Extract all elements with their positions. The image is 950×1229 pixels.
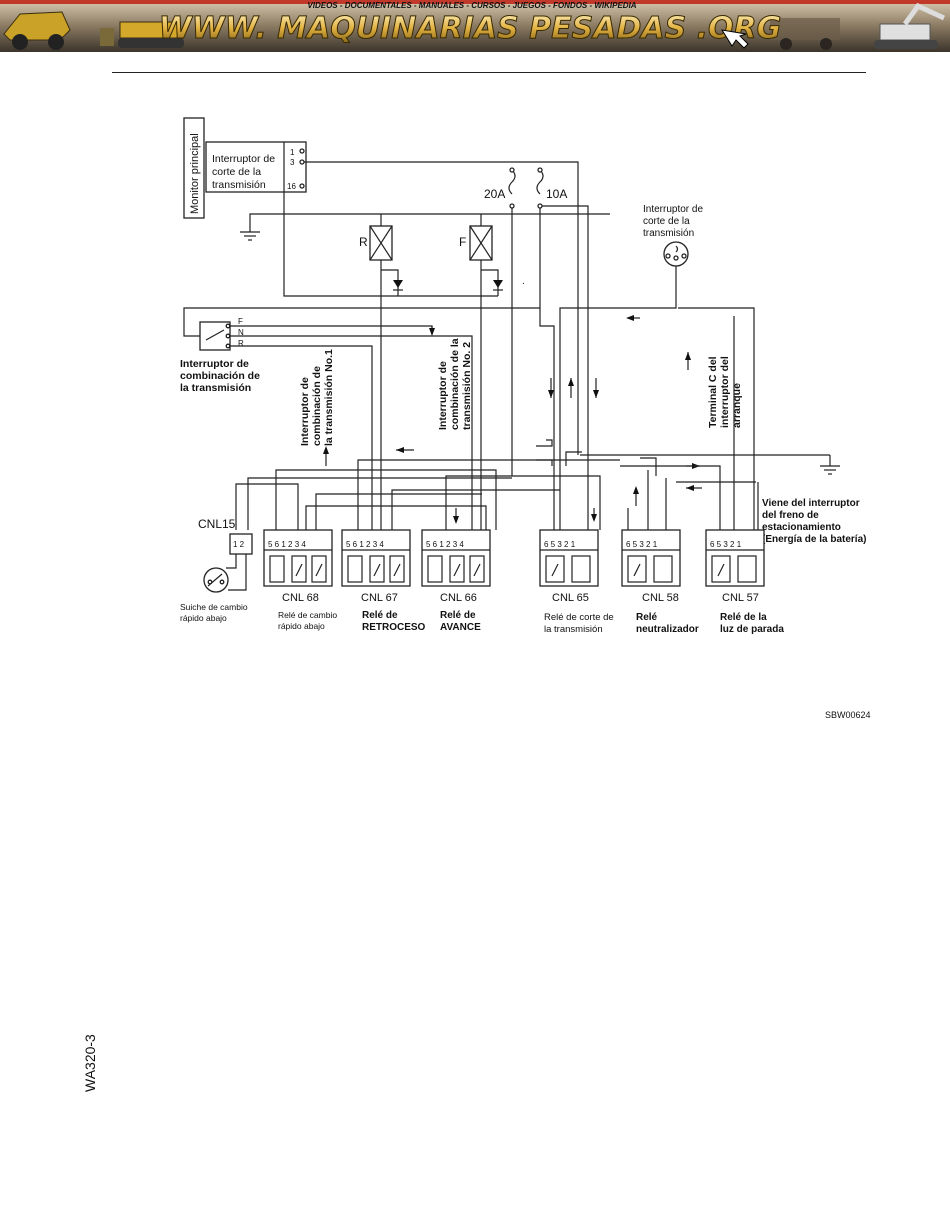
relay-cnl57-pins: 6 5 3 2 1 [710, 540, 742, 549]
svg-text:transmisión No. 2: transmisión No. 2 [461, 342, 473, 430]
relay-cnl65-pins: 6 5 3 2 1 [544, 540, 576, 549]
relay-cnl57-desc-2: luz de parada [720, 624, 784, 635]
cut-switch-label-2: corte de la [212, 166, 261, 178]
combo1-vertical-label: Interruptor de combinación de la transmi… [299, 349, 335, 446]
kickdown-label-2: rápido abajo [180, 613, 227, 623]
combo-switch-label-1: Interruptor de [180, 358, 249, 370]
svg-text:Interruptor de: Interruptor de [299, 377, 311, 446]
ground-right-icon [820, 465, 840, 475]
relay-cnl67-id: CNL 67 [361, 592, 398, 604]
combo2-vertical-label: Interruptor de combinación de la transmi… [437, 338, 473, 430]
relay-cnl58-id: CNL 58 [642, 592, 679, 604]
combo-pin-f: F [238, 317, 243, 326]
relay-cnl66: 5 6 1 2 3 4 CNL 66 Relé de AVANCE [421, 529, 491, 633]
cursor-icon [720, 29, 749, 49]
monitor-pin-1: 1 [290, 148, 295, 157]
svg-text:Terminal C del: Terminal C del [707, 356, 719, 428]
relay-cnl68-desc-2: rápido abajo [278, 621, 325, 631]
relay-cnl58: 6 5 3 2 1 CNL 58 Relé neutralizador [621, 529, 699, 635]
relay-cnl66-pins: 5 6 1 2 3 4 [426, 540, 464, 549]
cut-switch-right-label-2: corte de la [643, 216, 690, 227]
svg-text:.: . [522, 276, 525, 287]
relay-cnl67-desc-2: RETROCESO [362, 622, 426, 633]
monitor-box [183, 117, 205, 219]
combo-switch-label-3: la transmisión [180, 382, 251, 394]
diode-f-icon [493, 280, 503, 288]
cut-switch-label-1: Interruptor de [212, 153, 275, 165]
truck-silhouette-icon [770, 18, 840, 50]
cut-switch-right-label-3: transmisión [643, 228, 694, 239]
relay-cnl67: 5 6 1 2 3 4 CNL 67 Relé de RETROCESO [341, 529, 426, 633]
relay-cnl68-pins: 5 6 1 2 3 4 [268, 540, 306, 549]
relay-cnl68: 5 6 1 2 3 4 CNL 68 Relé de cambio rápido… [263, 529, 337, 631]
relay-f-label: F [459, 235, 466, 249]
relay-cnl67-desc-1: Relé de [362, 610, 398, 621]
relay-cnl65-desc-1: Relé de corte de [544, 612, 614, 623]
parking-brake-label-1: Viene del interruptor [762, 498, 860, 509]
diode-r-icon [393, 280, 403, 288]
relay-cnl65: 6 5 3 2 1 CNL 65 Relé de corte de la tra… [539, 529, 614, 635]
terminal-c-label: Terminal C del interruptor del arranque [707, 356, 743, 428]
monitor-label: Monitor principal [189, 133, 201, 214]
header-rule [112, 72, 866, 73]
combo-switch-label-2: combinación de [180, 370, 260, 382]
banner-subtitle: VIDEOS - DOCUMENTALES - MANUALES - CURSO… [307, 1, 636, 10]
ground-icon [240, 231, 260, 241]
monitor-pin-3: 3 [290, 158, 295, 167]
cnl15-pins: 1 2 [233, 540, 245, 549]
parking-brake-label-2: del freno de [762, 510, 819, 521]
svg-text:combinación de: combinación de [311, 366, 323, 446]
svg-text:interruptor del: interruptor del [719, 356, 731, 428]
cut-switch-right-label-1: Interruptor de [643, 204, 703, 215]
cut-switch-label-3: transmisión [212, 179, 266, 191]
relay-cnl65-desc-2: la transmisión [544, 624, 603, 635]
svg-text:Interruptor de: Interruptor de [437, 361, 449, 430]
arrow-left-icon [626, 315, 634, 321]
fuse-20a-icon [508, 169, 516, 195]
relay-cnl57: 6 5 3 2 1 CNL 57 Relé de la luz de parad… [705, 529, 784, 635]
relay-cnl66-desc-1: Relé de [440, 610, 476, 621]
signal-arrows [323, 326, 702, 524]
excavator-icon [874, 2, 946, 49]
relay-cnl58-desc-1: Relé [636, 612, 658, 623]
relay-cnl57-id: CNL 57 [722, 592, 759, 604]
kickdown-switch-icon [203, 567, 229, 593]
cnl15-connector [229, 533, 253, 555]
model-side-label: WA320-3 [82, 1034, 98, 1092]
svg-text:arranque: arranque [731, 383, 743, 428]
fuse-20a-label: 20A [484, 187, 505, 201]
parking-brake-label-3: estacionamiento [762, 522, 841, 533]
monitor-pin-16: 16 [287, 182, 296, 191]
relay-cnl66-id: CNL 66 [440, 592, 477, 604]
fuse-10a-icon [536, 169, 544, 195]
dump-truck-icon [3, 11, 71, 50]
relay-cnl58-pins: 6 5 3 2 1 [626, 540, 658, 549]
cnl15-label: CNL15 [198, 517, 236, 531]
combo-pin-n: N [238, 328, 244, 337]
parking-brake-label-4: (Energía de la batería) [762, 534, 866, 545]
banner-graphic: VIDEOS - DOCUMENTALES - MANUALES - CURSO… [0, 0, 950, 52]
relay-cnl67-pins: 5 6 1 2 3 4 [346, 540, 384, 549]
svg-text:la transmisión No.1: la transmisión No.1 [323, 349, 335, 446]
combo-pin-r: R [238, 339, 244, 348]
svg-text:combinación de la: combinación de la [449, 338, 461, 430]
banner-title: WWW. MAQUINARIAS PESADAS .ORG [159, 11, 782, 46]
relay-cnl68-desc-1: Relé de cambio [278, 610, 337, 620]
combo-switch-box [199, 321, 231, 351]
cut-switch-panel [205, 141, 307, 193]
relay-cnl65-id: CNL 65 [552, 592, 589, 604]
kickdown-label-1: Suiche de cambio [180, 602, 248, 612]
relay-cnl57-desc-1: Relé de la [720, 612, 767, 623]
bulldozer-icon [100, 21, 184, 48]
figure-reference-code: SBW00624 [825, 710, 871, 720]
fuse-10a-label: 10A [546, 187, 567, 201]
relay-cnl58-desc-2: neutralizador [636, 624, 699, 635]
site-banner: VIDEOS - DOCUMENTALES - MANUALES - CURSO… [0, 0, 950, 52]
relay-r-label: R [359, 235, 368, 249]
relay-cnl68-id: CNL 68 [282, 592, 319, 604]
relay-cnl66-desc-2: AVANCE [440, 622, 481, 633]
